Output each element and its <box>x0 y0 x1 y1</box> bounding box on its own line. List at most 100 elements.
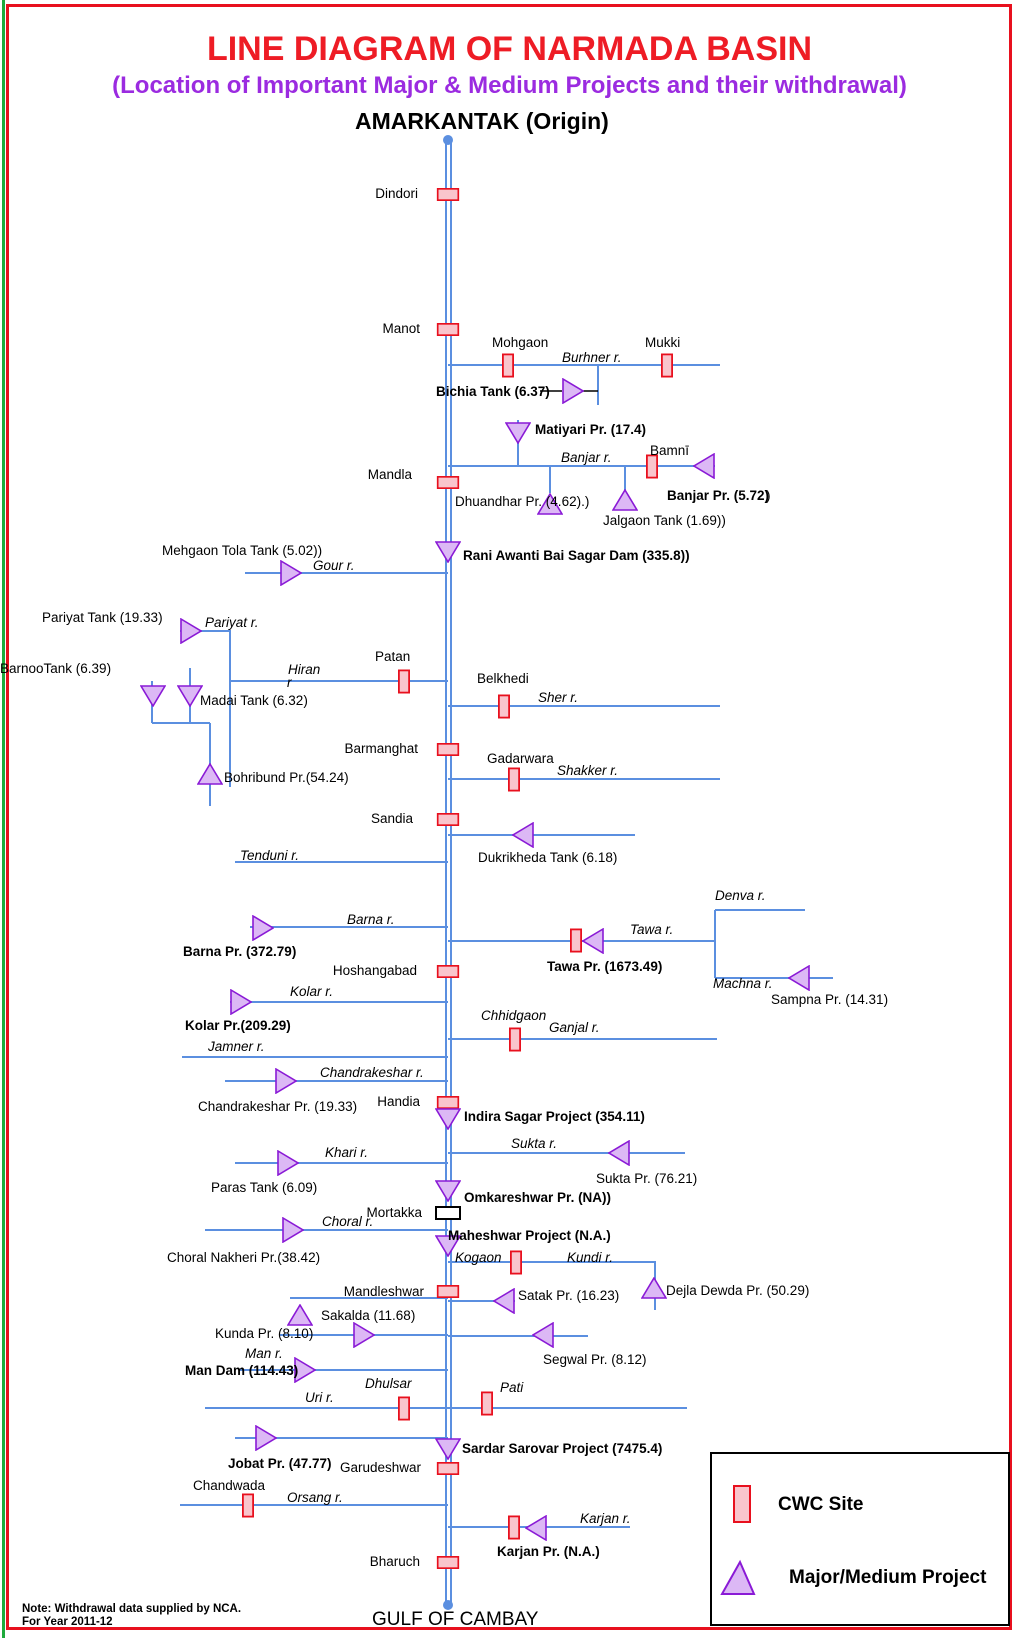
river-ganjal: Ganjal r. <box>549 1020 600 1035</box>
river-chandrakeshar: Chandrakeshar r. <box>320 1065 424 1080</box>
dejla-dewda-icon <box>641 1277 667 1299</box>
river-hiran-r: r <box>287 675 292 690</box>
cwc-site-bamni <box>646 454 658 479</box>
note-line-1: Note: Withdrawal data supplied by NCA. <box>22 1603 242 1615</box>
project-sakalda: Sakalda (11.68) <box>321 1308 415 1323</box>
river-burhner: Burhner r. <box>562 350 622 365</box>
project-man-dam: Man Dam (114.43) <box>185 1363 298 1378</box>
project-satak: Satak Pr. (16.23) <box>518 1288 619 1303</box>
cwc-site-markers <box>242 188 673 1569</box>
project-sukta: Sukta Pr. (76.21) <box>596 1171 697 1186</box>
label-mukki: Mukki <box>645 335 680 350</box>
river-man: Man r. <box>245 1346 283 1361</box>
project-sardar-sarovar: Sardar Sarovar Project (7475.4) <box>462 1441 662 1456</box>
sampna-icon <box>788 965 810 991</box>
project-segwal: Segwal Pr. (8.12) <box>543 1352 647 1367</box>
cwc-site-mandla <box>436 476 460 489</box>
river-karjan: Karjan r. <box>580 1511 631 1526</box>
label-bharuch: Bharuch <box>370 1554 420 1569</box>
cwc-site-belkhedi <box>498 694 510 719</box>
diagram-title: LINE DIAGRAM OF NARMADA BASIN <box>206 30 813 68</box>
label-mandla: Mandla <box>368 467 413 482</box>
project-kolar: Kolar Pr.(209.29) <box>185 1018 291 1033</box>
label-kogaon: Kogaon <box>455 1250 502 1265</box>
river-kundi: Kundi r. <box>567 1250 613 1265</box>
sukta-project-icon <box>608 1140 630 1166</box>
legend-cwc-site-label: CWC Site <box>778 1494 864 1515</box>
project-madai: Madai Tank (6.32) <box>200 693 308 708</box>
label-manot: Manot <box>382 321 420 336</box>
river-pariyat: Pariyat r. <box>205 615 259 630</box>
note-line-2: For Year 2011-12 <box>22 1616 113 1628</box>
project-chandrakeshar: Chandrakeshar Pr. (19.33) <box>198 1099 357 1114</box>
project-paras: Paras Tank (6.09) <box>211 1180 317 1195</box>
label-hoshangabad: Hoshangabad <box>333 963 417 978</box>
river-khari: Khari r. <box>325 1145 368 1160</box>
cwc-site-dindori <box>436 188 460 201</box>
project-kunda: Kunda Pr. (8.10) <box>215 1326 313 1341</box>
cwc-site-kogaon <box>510 1250 522 1275</box>
cwc-site-tawa <box>570 928 582 953</box>
legend-cwc-site-icon <box>733 1485 751 1523</box>
project-dukrikheda: Dukrikheda Tank (6.18) <box>478 850 617 865</box>
sardar-sarovar-icon <box>435 1438 461 1460</box>
label-dhulsar: Dhulsar <box>365 1376 412 1391</box>
project-pariyat: Pariyat Tank (19.33) <box>42 610 163 625</box>
left-green-border <box>2 0 5 1638</box>
river-orsang: Orsang r. <box>287 1490 343 1505</box>
cwc-site-barmanghat <box>436 743 460 756</box>
cwc-site-chhidgaon <box>509 1027 521 1052</box>
river-uri: Uri r. <box>305 1390 334 1405</box>
river-hiran: Hiran <box>288 662 320 677</box>
satak-icon <box>493 1288 515 1314</box>
label-gadarwara: Gadarwara <box>487 751 554 766</box>
pariyat-tank-icon <box>180 618 202 644</box>
label-bamni: Bamnī <box>650 443 689 458</box>
label-barmanghat: Barmanghat <box>344 741 418 756</box>
river-shakker: Shakker r. <box>557 763 618 778</box>
choral-nakheri-icon <box>282 1217 304 1243</box>
river-gour: Gour r. <box>313 558 355 573</box>
banjar-project-icon <box>693 453 715 479</box>
river-barna: Barna r. <box>347 912 395 927</box>
project-banjar-paren: ) <box>766 488 771 503</box>
project-karjan: Karjan Pr. (N.A.) <box>497 1544 600 1559</box>
legend-project-icon <box>720 1559 756 1595</box>
cwc-site-handia <box>436 1096 460 1109</box>
sakalda-icon <box>287 1304 313 1326</box>
legend-symbols <box>720 1485 756 1595</box>
kunda-icon <box>353 1322 375 1348</box>
project-barna: Barna Pr. (372.79) <box>183 944 296 959</box>
label-chandwada: Chandwada <box>193 1478 266 1493</box>
project-tawa: Tawa Pr. (1673.49) <box>547 959 662 974</box>
river-tawa: Tawa r. <box>630 922 673 937</box>
label-dindori: Dindori <box>375 186 418 201</box>
footnote: Note: Withdrawal data supplied by NCA. F… <box>22 1603 241 1629</box>
project-indira-sagar: Indira Sagar Project (354.11) <box>464 1109 645 1124</box>
label-sandia: Sandia <box>371 811 414 826</box>
segwal-icon <box>532 1322 554 1348</box>
dukrikheda-icon <box>512 822 534 848</box>
cwc-site-manot <box>436 323 460 336</box>
site-labels: Dindori Manot Mohgaon Mukki Mandla Bamnī… <box>193 186 689 1569</box>
madai-tank-icon <box>177 685 203 707</box>
project-dhuandhar: Dhuandhar Pr. (4.62).) <box>455 494 589 509</box>
label-mandleshwar: Mandleshwar <box>344 1284 425 1299</box>
project-jalgaon: Jalgaon Tank (1.69)) <box>603 513 726 528</box>
river-labels: Burhner r. Banjar r. Gour r. Pariyat r. … <box>205 350 773 1526</box>
omkareshwar-icon <box>435 1180 461 1202</box>
project-labels: Bichia Tank (6.37) Matiyari Pr. (17.4) B… <box>0 384 888 1559</box>
river-banjar: Banjar r. <box>561 450 612 465</box>
jalgaon-icon <box>612 489 638 511</box>
cwc-site-karjan <box>508 1515 520 1540</box>
legend-project-label: Major/Medium Project <box>789 1567 987 1588</box>
legend-box: CWC Site Major/Medium Project <box>710 1452 1010 1626</box>
cwc-site-mohgaon <box>502 353 514 378</box>
jobat-icon <box>255 1425 277 1451</box>
cwc-site-garudeshwar <box>436 1462 460 1475</box>
project-banjar: Banjar Pr. (5.72) <box>667 488 769 503</box>
cwc-site-pati <box>481 1391 493 1416</box>
bohribund-icon <box>197 763 223 785</box>
mehgaon-tola-icon <box>280 560 302 586</box>
